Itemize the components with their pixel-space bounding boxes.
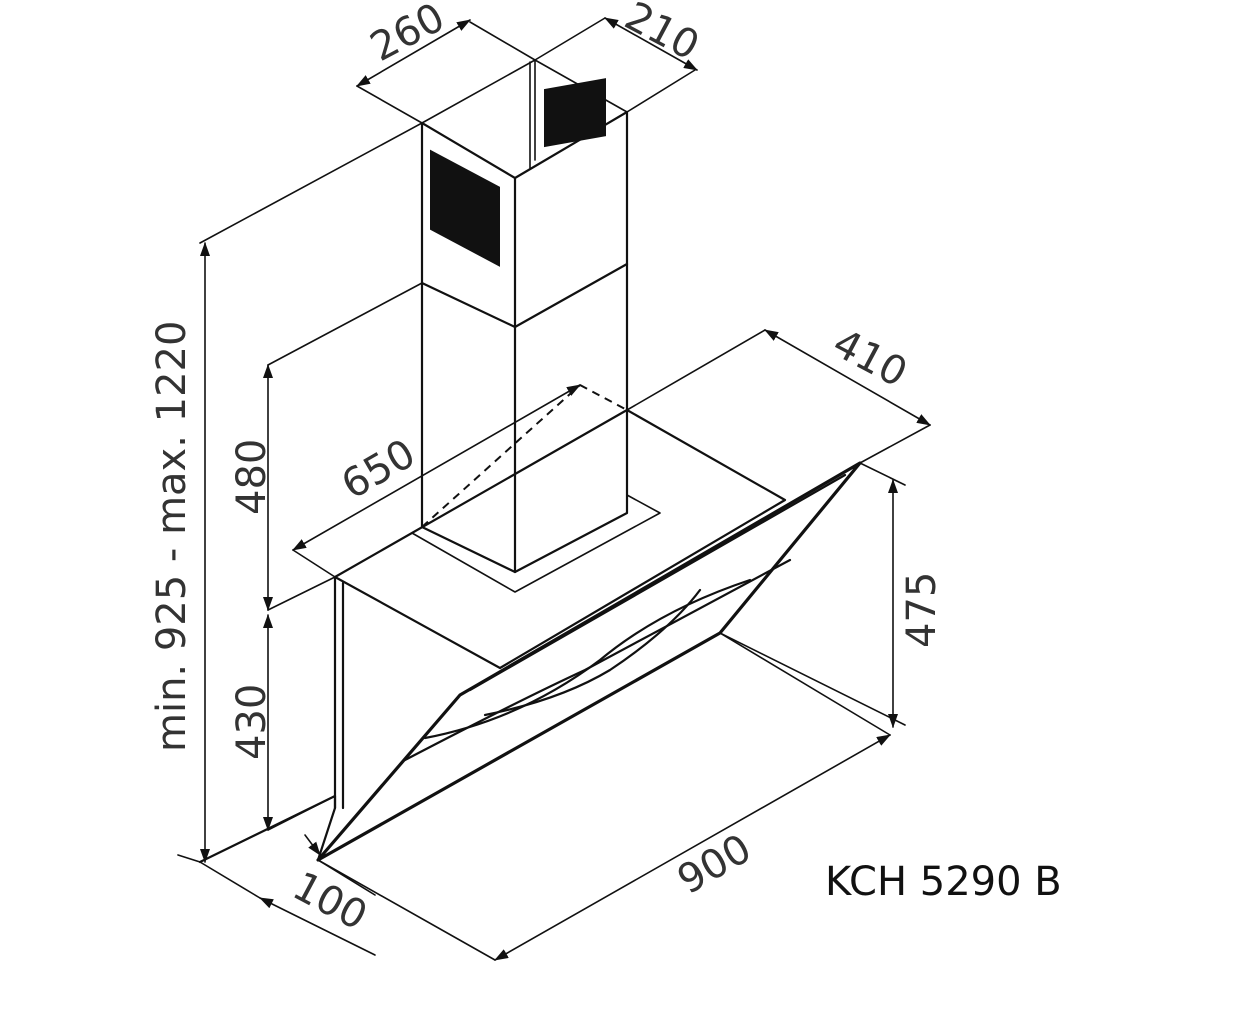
dim-body-width: 650: [334, 431, 423, 509]
dim-chimney-depth: 210: [617, 0, 706, 70]
dim-total-width: 900: [670, 826, 759, 904]
dim-chimney-width: 260: [363, 0, 452, 71]
glass-decor-curve-3: [483, 588, 702, 717]
chimney-side-face: [513, 110, 629, 574]
model-name: KCH 5290 B: [825, 859, 1062, 905]
dim-bottom-depth: 100: [285, 863, 374, 939]
chimney-base-flange: [411, 494, 661, 593]
hood-body: [198, 408, 862, 864]
dim-upper-height: 480: [229, 439, 275, 515]
chimney-vent-front: [430, 149, 500, 267]
hidden-edge: [421, 384, 628, 528]
dim-glass-depth: 410: [825, 320, 914, 396]
dim-height-range: min. 925 - max. 1220: [149, 321, 195, 752]
dim-glass-height: 475: [899, 572, 945, 648]
chimney-segment-joint: [420, 262, 629, 329]
dim-lower-height: 430: [229, 684, 275, 760]
chimney-vent-back: [544, 78, 606, 148]
hood-back-panel: [333, 575, 345, 810]
glass-decor-curve-2: [423, 578, 752, 740]
glass-panel-rim: [468, 473, 847, 692]
dimension-lines: [177, 17, 931, 961]
chimney: [420, 59, 629, 574]
